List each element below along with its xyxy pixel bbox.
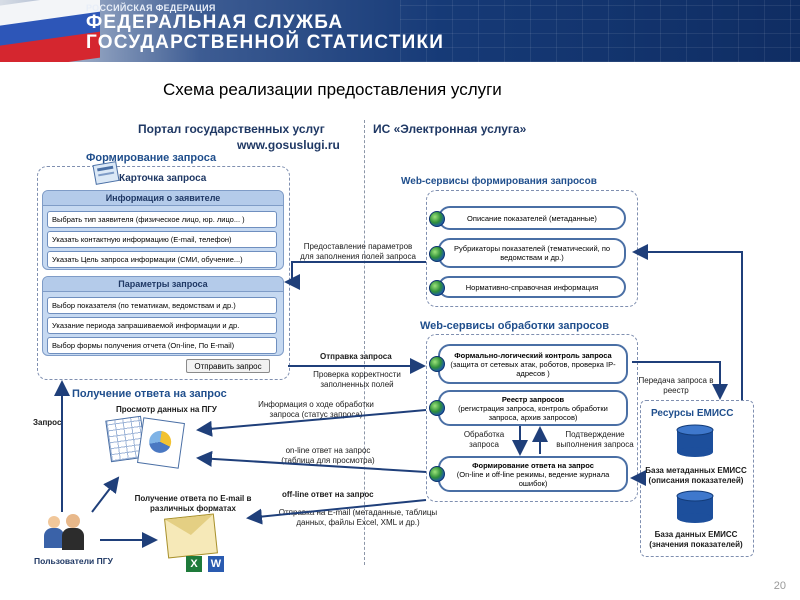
request-formation-title: Формирование запроса — [86, 152, 217, 164]
ws-logic-control-title: Формально-логический контроль запроса — [454, 350, 612, 360]
ws-registry-item[interactable]: Реестр запросов (регистрация запроса, ко… — [438, 390, 628, 426]
arrow-params-provision — [284, 261, 426, 290]
response-title: Получение ответа на запрос — [72, 388, 227, 400]
ws-logic-control-item[interactable]: Формально-логический контроль запроса (з… — [438, 344, 628, 384]
word-icon: W — [208, 556, 224, 572]
globe-icon — [429, 211, 445, 227]
ws-response-title: Формирование ответа на запрос — [472, 460, 594, 470]
users-icon — [44, 514, 92, 550]
globe-icon — [429, 246, 445, 262]
label-confirm-done: Подтверждение выполнения запроса — [556, 430, 634, 449]
database-icon — [676, 490, 714, 523]
excel-icon: X — [186, 556, 202, 572]
ws-response-detail: (On-line и off-line режимы, ведение журн… — [456, 469, 610, 488]
view-data-label: Просмотр данных на ПГУ — [116, 405, 217, 414]
users-label: Пользователи ПГУ — [34, 556, 113, 566]
globe-icon — [429, 356, 445, 372]
db-values-label: База данных ЕМИСС (значения показателей) — [649, 530, 743, 549]
is-title: ИС «Электронная услуга» — [373, 122, 527, 136]
portal-title: Портал государственных услуг — [138, 122, 325, 136]
ws-reference-item[interactable]: Нормативно-справочная информация — [438, 276, 626, 298]
request-card-icon — [92, 161, 120, 185]
applicant-type-field[interactable]: Выбрать тип заявителя (физическое лицо, … — [47, 211, 277, 228]
request-card-title: Карточка запроса — [119, 173, 207, 184]
resources-title: Ресурсы ЕМИСС — [651, 408, 734, 419]
globe-icon — [429, 400, 445, 416]
request-params-panel: Параметры запроса Выбор показателя (по т… — [42, 276, 284, 356]
ws-rubricators-item[interactable]: Рубрикаторы показателей (тематический, п… — [438, 238, 626, 268]
label-offline-answer: off-line ответ на запрос — [282, 490, 374, 499]
label-transfer-registry: Передача запроса в реестр — [638, 376, 714, 395]
ws-logic-control-detail: (защита от сетевых атак, роботов, провер… — [450, 359, 616, 378]
label-params-provision: Предоставление параметров для заполнения… — [300, 242, 416, 261]
applicant-info-title: Информация о заявителе — [43, 191, 283, 206]
report-form-select-field[interactable]: Выбор формы получения отчета (On-line, П… — [47, 337, 277, 354]
db-metadata-label: База метаданных ЕМИСС (описания показате… — [645, 466, 747, 485]
submit-request-button[interactable]: Отправить запрос — [186, 359, 270, 373]
ws-response-item[interactable]: Формирование ответа на запрос (On-line и… — [438, 456, 628, 492]
ws-metadata-item[interactable]: Описание показателей (метаданные) — [438, 206, 626, 230]
page-number: 20 — [773, 580, 786, 592]
label-send-request: Отправка запроса — [320, 352, 392, 361]
globe-icon — [429, 466, 445, 482]
indicator-select-field[interactable]: Выбор показателя (по тематикам, ведомств… — [47, 297, 277, 314]
label-check-correctness: Проверка корректности заполненных полей — [313, 370, 401, 389]
banner-grid-decoration — [400, 0, 800, 62]
chart-view-icon — [137, 417, 185, 469]
ws-processing-title: Web-сервисы обработки запросов — [420, 320, 610, 332]
email-response-label: Получение ответа по E-mail в различных ф… — [134, 494, 252, 513]
request-params-title: Параметры запроса — [43, 277, 283, 292]
label-request: Запрос — [33, 418, 62, 427]
portal-url: www.gosuslugi.ru — [237, 138, 340, 152]
ws-processing-box — [426, 334, 638, 502]
ws-formation-title: Web-сервисы формирования запросов — [401, 176, 597, 187]
database-icon — [676, 424, 714, 457]
header-banner: РОССИЙСКАЯ ФЕДЕРАЦИЯ ФЕДЕРАЛЬНАЯ СЛУЖБА … — [0, 0, 800, 62]
label-online-answer: on-line ответ на запрос (таблица для про… — [281, 446, 375, 465]
globe-icon — [429, 280, 445, 296]
envelope-icon — [164, 513, 218, 559]
column-separator — [364, 120, 365, 565]
label-email-send: Отправка на E-mail (метаданные, таблицы … — [278, 508, 438, 527]
banner-title-line2: ГОСУДАРСТВЕННОЙ СТАТИСТИКИ — [86, 32, 445, 53]
contact-info-field[interactable]: Указать контактную информацию (E-mail, т… — [47, 231, 277, 248]
banner-title-line1: ФЕДЕРАЛЬНАЯ СЛУЖБА — [86, 12, 344, 33]
applicant-info-panel: Информация о заявителе Выбрать тип заяви… — [42, 190, 284, 270]
ws-registry-title: Реестр запросов — [501, 394, 565, 404]
request-purpose-field[interactable]: Указать Цель запроса информации (СМИ, об… — [47, 251, 277, 268]
label-progress-info: Информация о ходе обработки запроса (ста… — [258, 400, 374, 419]
banner-subtitle: РОССИЙСКАЯ ФЕДЕРАЦИЯ — [86, 3, 216, 13]
label-process-request: Обработка запроса — [463, 430, 505, 449]
ws-registry-detail: (регистрация запроса, контроль обработки… — [458, 403, 608, 422]
slide-title: Схема реализации предоставления услуги — [163, 80, 502, 99]
period-select-field[interactable]: Указание периода запрашиваемой информаци… — [47, 317, 277, 334]
